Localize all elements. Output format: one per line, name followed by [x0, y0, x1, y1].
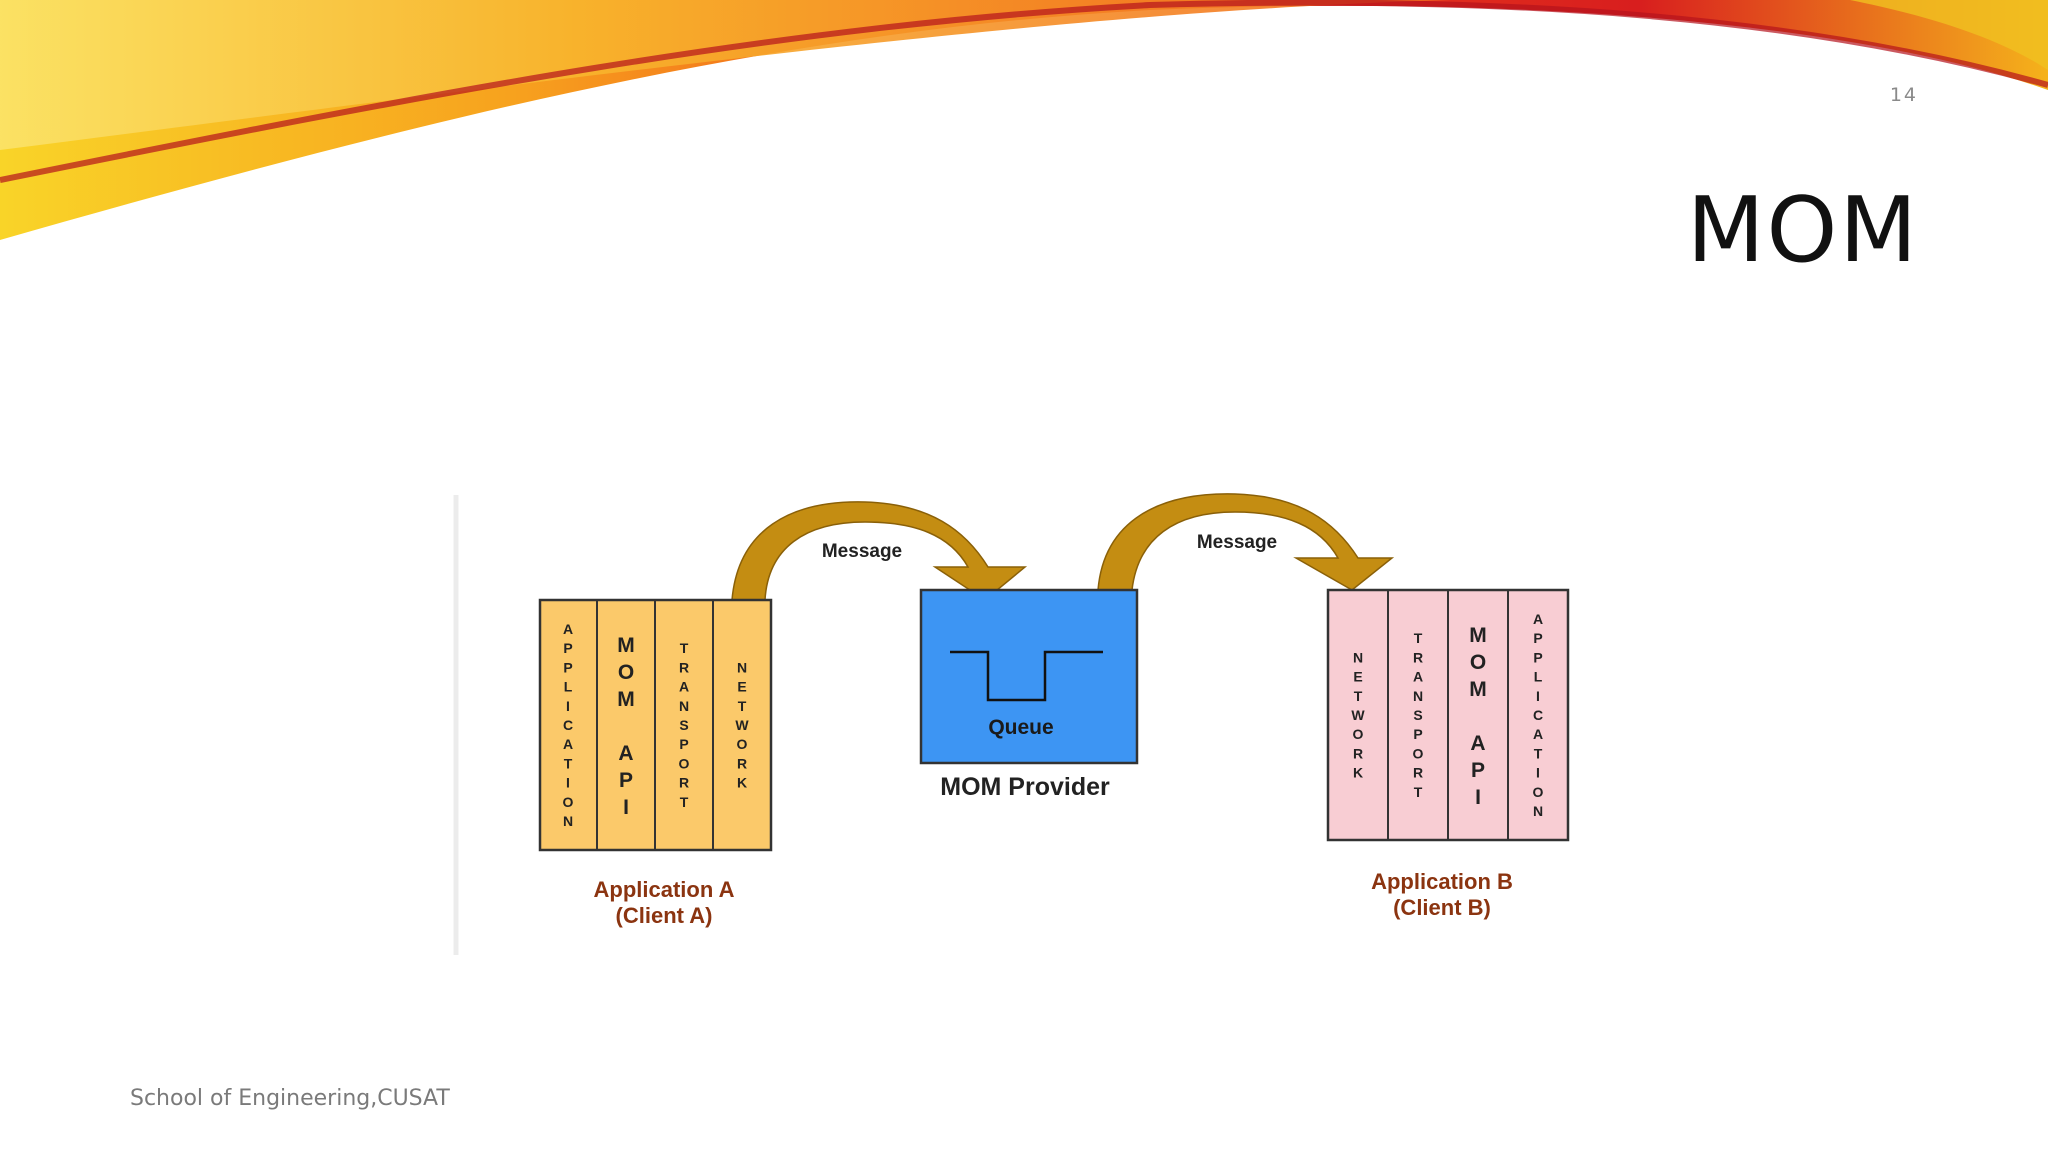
- footer-text: School of Engineering,CUSAT: [130, 1086, 450, 1111]
- app-b-layer-1-char: P: [1413, 726, 1422, 742]
- app-b-layer-3-char: A: [1533, 611, 1543, 627]
- app-b-layer-3-char: I: [1536, 688, 1540, 704]
- app-a-layer-2-char: R: [679, 659, 689, 675]
- queue-label: Queue: [988, 716, 1053, 739]
- app-a-layer-2-char: T: [680, 794, 689, 810]
- application-a-sublabel: (Client A): [616, 903, 713, 928]
- mom-provider-label: MOM Provider: [940, 773, 1110, 801]
- app-b-layer-2-char: P: [1471, 759, 1485, 782]
- app-b-layer-0-char: N: [1353, 649, 1363, 665]
- message-label-right: Message: [1197, 532, 1277, 553]
- app-b-layer-1-char: R: [1413, 765, 1423, 781]
- application-b-label: Application B: [1371, 869, 1513, 894]
- app-a-layer-0-char: P: [563, 659, 572, 675]
- app-b-layer-1-char: N: [1413, 688, 1423, 704]
- app-b-layer-3-char: L: [1534, 669, 1543, 685]
- app-b-layer-1-char: A: [1413, 669, 1423, 685]
- app-a-layer-2-char: R: [679, 775, 689, 791]
- app-b-layer-1-char: S: [1413, 707, 1422, 723]
- app-b-layer-3-char: T: [1534, 745, 1543, 761]
- app-b-layer-3-char: I: [1536, 765, 1540, 781]
- app-a-layer-2-char: O: [679, 755, 690, 771]
- app-b-layer-2-char: M: [1469, 624, 1487, 647]
- app-a-layer-1-char: A: [618, 742, 633, 765]
- app-b-layer-3-char: P: [1533, 630, 1542, 646]
- app-b-layer-3-char: P: [1533, 649, 1542, 665]
- app-a-layer-0-char: O: [563, 794, 574, 810]
- app-b-layer-1-char: R: [1413, 649, 1423, 665]
- app-a-layer-3-char: R: [737, 755, 747, 771]
- app-a-layer-3-char: K: [737, 775, 747, 791]
- app-b-layer-0-char: O: [1353, 726, 1364, 742]
- app-a-layer-3-char: W: [735, 717, 749, 733]
- app-b-layer-1-char: T: [1414, 630, 1423, 646]
- app-a-layer-1-char: P: [619, 769, 633, 792]
- app-a-layer-3-char: T: [738, 698, 747, 714]
- app-a-layer-2-char: S: [679, 717, 688, 733]
- app-a-layer-2-char: A: [679, 679, 689, 695]
- app-b-layer-0-char: T: [1354, 688, 1363, 704]
- app-b-layer-0-char: E: [1353, 669, 1362, 685]
- app-a-layer-3-char: O: [737, 736, 748, 752]
- app-b-layer-0-char: W: [1351, 707, 1365, 723]
- application-b-sublabel: (Client B): [1393, 895, 1491, 920]
- app-b-layer-2-char: M: [1469, 678, 1487, 701]
- app-a-layer-1-char: I: [623, 796, 629, 819]
- app-a-layer-0-char: C: [563, 717, 573, 733]
- app-a-layer-0-char: L: [564, 679, 573, 695]
- app-a-layer-0-char: I: [566, 698, 570, 714]
- app-a-layer-1-char: M: [617, 634, 635, 657]
- app-a-layer-0-char: T: [564, 755, 573, 771]
- app-a-layer-0-char: N: [563, 813, 573, 829]
- app-a-layer-0-char: P: [563, 640, 572, 656]
- app-b-layer-3-char: C: [1533, 707, 1543, 723]
- app-a-layer-3-char: E: [737, 679, 746, 695]
- app-b-layer-3-char: O: [1533, 784, 1544, 800]
- app-b-layer-0-char: K: [1353, 765, 1363, 781]
- app-a-layer-0-char: A: [563, 736, 573, 752]
- application-a-label: Application A: [594, 877, 735, 902]
- message-label-left: Message: [822, 541, 902, 562]
- app-b-layer-2-char: A: [1470, 732, 1485, 755]
- app-b-layer-0-char: R: [1353, 745, 1363, 761]
- app-a-layer-3-char: N: [737, 659, 747, 675]
- app-a-layer-1-char: O: [618, 661, 634, 684]
- app-b-layer-1-char: O: [1413, 745, 1424, 761]
- app-a-layer-1-char: M: [617, 688, 635, 711]
- app-b-layer-2-char: I: [1475, 786, 1481, 809]
- app-a-layer-2-char: P: [679, 736, 688, 752]
- app-a-layer-0-char: A: [563, 621, 573, 637]
- app-b-layer-1-char: T: [1414, 784, 1423, 800]
- app-b-layer-2-char: O: [1470, 651, 1486, 674]
- app-a-layer-0-char: I: [566, 775, 570, 791]
- app-a-layer-2-char: N: [679, 698, 689, 714]
- app-b-layer-3-char: N: [1533, 803, 1543, 819]
- app-b-layer-3-char: A: [1533, 726, 1543, 742]
- app-a-layer-2-char: T: [680, 640, 689, 656]
